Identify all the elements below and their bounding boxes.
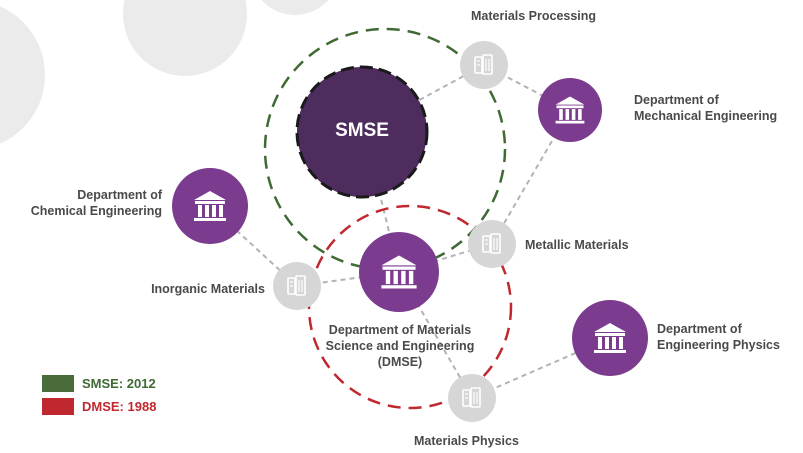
legend-item-smse: SMSE: 2012 xyxy=(42,375,156,392)
dmse-department-node xyxy=(359,232,439,312)
metallic-materials-label: Metallic Materials xyxy=(525,238,629,252)
legend-label: DMSE: 1988 xyxy=(82,399,157,414)
engineering-physics-label: Department of Engineering Physics xyxy=(657,322,780,352)
background-blob xyxy=(0,6,45,144)
dmse-ring xyxy=(307,204,513,410)
legend-item-dmse: DMSE: 1988 xyxy=(42,398,156,415)
chemical-engineering-label: Department of Chemical Engineering xyxy=(30,188,162,218)
background-blob xyxy=(261,0,329,15)
materials-processing-node xyxy=(460,41,508,89)
background-blob xyxy=(123,0,247,76)
inorganic-materials-node xyxy=(273,262,321,310)
legend-label: SMSE: 2012 xyxy=(82,376,156,391)
smse-ring xyxy=(263,27,507,271)
materials-physics-label: Materials Physics xyxy=(414,434,519,448)
materials-physics-node xyxy=(448,374,496,422)
chemical-engineering-node xyxy=(172,168,248,244)
engineering-physics-node xyxy=(572,300,648,376)
dmse-department-label: Department of Materials Science and Engi… xyxy=(325,323,475,369)
metallic-materials-node xyxy=(468,220,516,268)
materials-processing-label: Materials Processing xyxy=(471,9,597,23)
legend-swatch xyxy=(42,375,74,392)
legend-swatch xyxy=(42,398,74,415)
mechanical-engineering-label: Department of Mechanical Engineering xyxy=(634,93,778,123)
smse-hub-label: SMSE xyxy=(335,120,389,141)
smse-hub-node xyxy=(295,65,429,199)
mechanical-engineering-node xyxy=(538,78,602,142)
inorganic-materials-label: Inorganic Materials xyxy=(151,282,265,296)
